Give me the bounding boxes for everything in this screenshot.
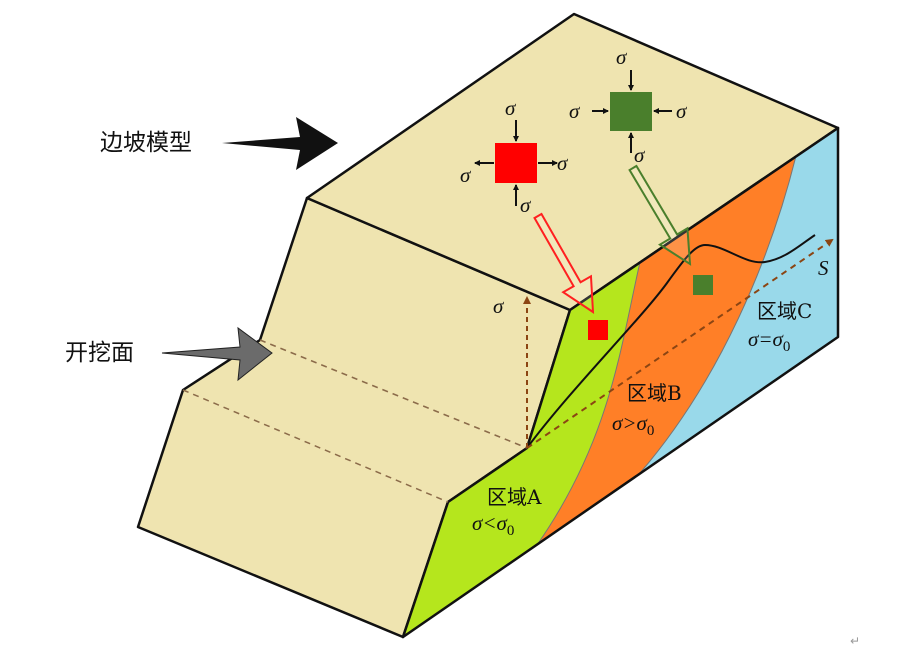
green-stress-element: σ σ σ σ: [569, 45, 688, 167]
green-sigma-left: σ: [569, 99, 581, 123]
red-sigma-right: σ: [557, 151, 569, 175]
green-element-square: [610, 92, 652, 131]
zone-a-relation: σ<σ0: [472, 511, 514, 539]
red-sigma-left: σ: [460, 163, 472, 187]
path-s-label: S: [818, 256, 829, 280]
green-sigma-bottom: σ: [634, 143, 646, 167]
red-element-square: [495, 143, 537, 183]
green-sample-square: [693, 275, 713, 295]
red-sigma-top: σ: [505, 96, 517, 120]
red-hollow-arrow: [533, 212, 595, 314]
green-sigma-top: σ: [616, 45, 628, 69]
slope-model-label: 边坡模型: [100, 130, 192, 156]
green-sigma-right: σ: [676, 99, 688, 123]
vertical-stress-label: σ: [493, 294, 505, 318]
red-sigma-bottom: σ: [520, 193, 532, 217]
zone-c-name: 区域C: [757, 299, 812, 323]
zone-a-region: [403, 262, 640, 637]
stress-path-curve: [526, 234, 816, 449]
zone-a-name: 区域A: [487, 485, 542, 509]
red-stress-element: σ σ σ σ: [460, 96, 569, 217]
zone-b-name: 区域B: [627, 381, 682, 405]
zone-c-relation: σ=σ0: [748, 327, 790, 355]
dashed-line: [182, 389, 449, 503]
slope-model-arrow-icon: [222, 117, 338, 170]
zone-a-label: 区域A σ<σ0: [472, 485, 542, 539]
return-mark: ↵: [850, 634, 860, 648]
red-sample-square: [588, 320, 608, 340]
zone-c-label: 区域C σ=σ0: [748, 299, 812, 355]
excavation-face-arrow-icon: [161, 326, 273, 382]
zone-b-relation: σ>σ0: [612, 411, 654, 439]
excavation-face-label: 开挖面: [65, 340, 134, 366]
green-hollow-arrow: [628, 164, 692, 266]
dashed-line: [259, 339, 528, 449]
zone-b-label: 区域B σ>σ0: [612, 381, 682, 439]
